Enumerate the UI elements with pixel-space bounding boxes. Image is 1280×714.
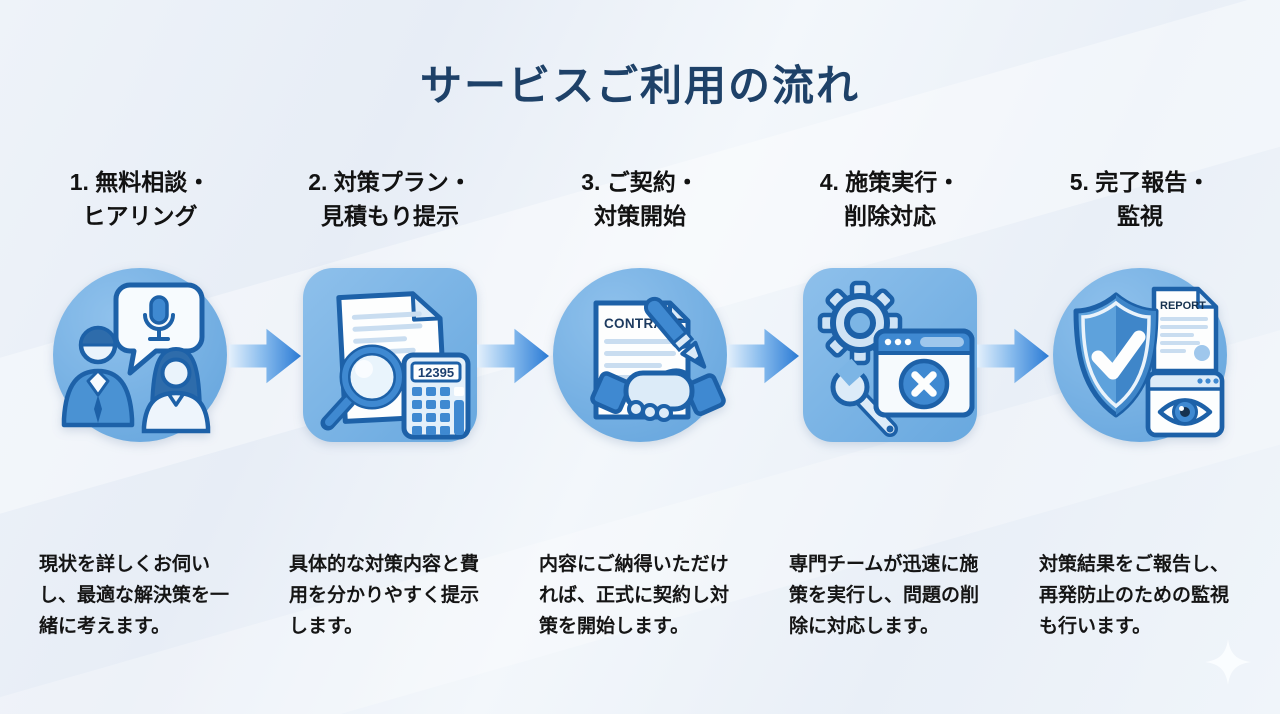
microphone-icon: [143, 295, 175, 341]
pen-icon: [643, 296, 707, 369]
magnifier-icon: [320, 344, 405, 431]
eye-monitor-window: [1145, 370, 1225, 438]
step-2-title: 2. 対策プラン・ 見積もり提示: [308, 169, 472, 229]
page-title: サービスご利用の流れ: [419, 62, 860, 109]
browser-window: [873, 328, 975, 418]
step-3: 3. ご契約・ 対策開始 CONTRACT: [515, 165, 765, 655]
report-monitoring-icon: REPORT: [1052, 267, 1228, 443]
step-2-description: 具体的な対策内容と費用を分かりやすく提示します。: [289, 554, 480, 637]
contract-signing-icon: CONTRACT: [552, 267, 728, 443]
eye-icon: [1157, 398, 1213, 426]
execution-removal-icon: [802, 267, 978, 443]
error-x-badge: [898, 358, 950, 410]
step-5: 5. 完了報告・ 監視 REPORT: [1015, 165, 1265, 655]
step-4: 4. 施策実行・ 削除対応: [765, 165, 1015, 655]
report-document: REPORT: [1151, 286, 1219, 374]
man-figure: [61, 325, 135, 428]
step-4-title: 4. 施策実行・ 削除対応: [819, 169, 961, 229]
step-1: 1. 無料相談・ ヒアリング: [15, 165, 265, 655]
gear-icon: [817, 280, 903, 366]
report-label: REPORT: [1160, 300, 1206, 312]
woman-figure: [141, 346, 211, 434]
consultation-hearing-icon: [52, 267, 228, 443]
step-1-description: 現状を詳しくお伺いし、最適な解決策を一緒に考えます。: [39, 554, 230, 637]
step-5-description: 対策結果をご報告し、再発防止のための監視も行います。: [1039, 554, 1230, 637]
calculator-display: 12395: [418, 365, 454, 380]
plan-estimate-icon: 12395: [302, 267, 478, 443]
step-2: 2. 対策プラン・ 見積もり提示: [265, 165, 515, 655]
step-3-description: 内容にご納得いただければ、正式に契約し対策を開始します。: [539, 554, 730, 637]
shield-check-icon: [1073, 292, 1159, 418]
step-1-title: 1. 無料相談・ ヒアリング: [69, 169, 211, 229]
handshake-icon: [590, 368, 726, 422]
calculator-icon: 12395: [401, 352, 471, 440]
step-5-title: 5. 完了報告・ 監視: [1069, 169, 1211, 229]
step-3-title: 3. ご契約・ 対策開始: [581, 169, 699, 229]
sparkle-icon: [1205, 639, 1251, 685]
wrench-icon: [830, 358, 898, 437]
step-4-description: 専門チームが迅速に施策を実行し、問題の削除に対応します。: [789, 554, 980, 637]
